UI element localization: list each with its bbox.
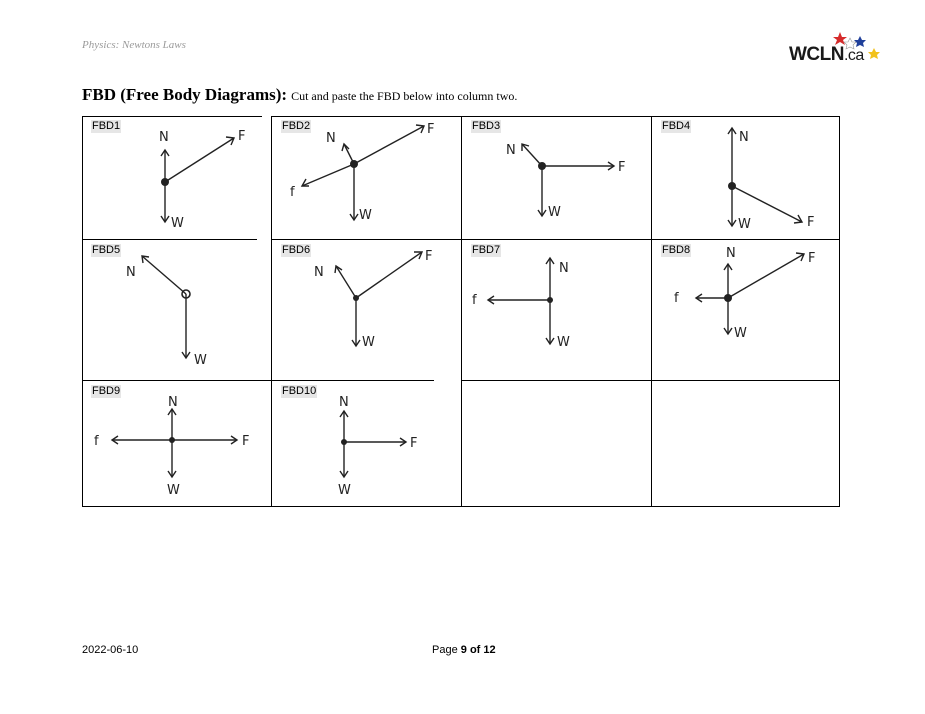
- fbd9-diagram: N f F W: [94, 395, 249, 498]
- force-label: N: [326, 131, 336, 146]
- fbd-label: FBD2: [281, 120, 312, 133]
- fbd2-diagram: N F f W: [290, 122, 434, 223]
- fbd-cell-12-empty: [652, 381, 840, 507]
- force-label: W: [738, 217, 751, 232]
- fbd-label: FBD7: [471, 244, 502, 257]
- force-label: W: [557, 335, 570, 350]
- force-label: F: [238, 129, 245, 144]
- force-label: W: [194, 353, 207, 368]
- fbd-label: FBD6: [281, 244, 312, 257]
- page-current: 9: [460, 644, 467, 656]
- fbd-label: FBD10: [281, 385, 318, 398]
- fbd-label: FBD3: [471, 120, 502, 133]
- force-label: F: [807, 215, 814, 230]
- force-label: N: [726, 246, 736, 261]
- fbd1-diagram: N F W: [159, 129, 245, 231]
- page-of: of: [469, 644, 481, 656]
- force-label: N: [739, 130, 749, 145]
- fbd-cell-6: FBD6 N F W: [272, 240, 462, 381]
- force-label: f: [472, 293, 477, 308]
- logo-text: WCLN: [789, 44, 844, 65]
- force-label: F: [410, 436, 417, 451]
- fbd3-diagram: N F W: [506, 143, 625, 220]
- force-label: W: [171, 216, 184, 231]
- fbd-cell-1: FBD1 N F W: [82, 116, 272, 240]
- title-instruction: Cut and paste the FBD below into column …: [291, 89, 518, 103]
- footer-date: 2022-06-10: [82, 644, 139, 656]
- force-label: N: [314, 265, 324, 280]
- fbd4-diagram: N W F: [727, 126, 814, 232]
- force-label: N: [339, 395, 349, 410]
- force-label: N: [126, 265, 136, 280]
- fbd-cell-5: FBD5 N W: [82, 240, 272, 381]
- force-label: F: [618, 160, 625, 175]
- section-title: FBD (Free Body Diagrams): Cut and paste …: [82, 85, 517, 105]
- fbd-label: FBD8: [661, 244, 692, 257]
- force-label: f: [94, 434, 99, 449]
- force-label: f: [290, 185, 295, 200]
- fbd7-diagram: N f W: [472, 256, 570, 350]
- fbd-label: FBD9: [91, 385, 122, 398]
- fbd-cell-3: FBD3 N F W: [462, 116, 652, 240]
- logo-stars-icon: [833, 32, 880, 59]
- force-label: F: [427, 122, 434, 137]
- fbd10-diagram: N F W: [338, 395, 417, 498]
- page-prefix: Page: [432, 644, 458, 656]
- force-label: W: [338, 483, 351, 498]
- force-label: W: [362, 335, 375, 350]
- fbd5-diagram: N W: [126, 255, 207, 368]
- fbd8-diagram: N F f W: [674, 246, 815, 341]
- table-borders: [82, 116, 840, 507]
- fbd-cell-10: FBD10 N F W: [272, 381, 462, 507]
- force-label: N: [168, 395, 178, 410]
- footer-page-number: Page 9 of 12: [432, 644, 496, 656]
- force-label: F: [425, 249, 432, 264]
- force-label: W: [734, 326, 747, 341]
- force-label: W: [548, 205, 561, 220]
- fbd6-diagram: N F W: [314, 249, 432, 350]
- fbd-cell-9: FBD9 N f F W: [82, 381, 272, 507]
- fbd-cell-4: FBD4 N W F: [652, 116, 840, 240]
- force-label: F: [242, 434, 249, 449]
- fbd-cell-8: FBD8 N F f W: [652, 240, 840, 381]
- fbd-cell-11-empty: [462, 381, 652, 507]
- wcln-logo: WCLN.ca: [786, 30, 882, 70]
- fbd-table: FBD1 N F W FBD2 N F f W: [82, 116, 840, 507]
- fbd-label: FBD4: [661, 120, 692, 133]
- force-label: N: [559, 261, 569, 276]
- fbd-cell-2: FBD2 N F f W: [272, 116, 462, 240]
- fbd-label: FBD1: [91, 120, 122, 133]
- force-label: N: [506, 143, 516, 158]
- fbd-label: FBD5: [91, 244, 122, 257]
- force-label: W: [359, 208, 372, 223]
- force-label: W: [167, 483, 180, 498]
- force-label: F: [808, 251, 815, 266]
- title-bold: FBD (Free Body Diagrams):: [82, 85, 288, 104]
- header-subject: Physics: Newtons Laws: [82, 39, 186, 51]
- fbd-cell-7: FBD7 N f W: [462, 240, 652, 381]
- force-label: f: [674, 291, 679, 306]
- logo-suffix: .ca: [843, 47, 864, 64]
- page-total: 12: [483, 644, 496, 656]
- force-label: N: [159, 130, 169, 145]
